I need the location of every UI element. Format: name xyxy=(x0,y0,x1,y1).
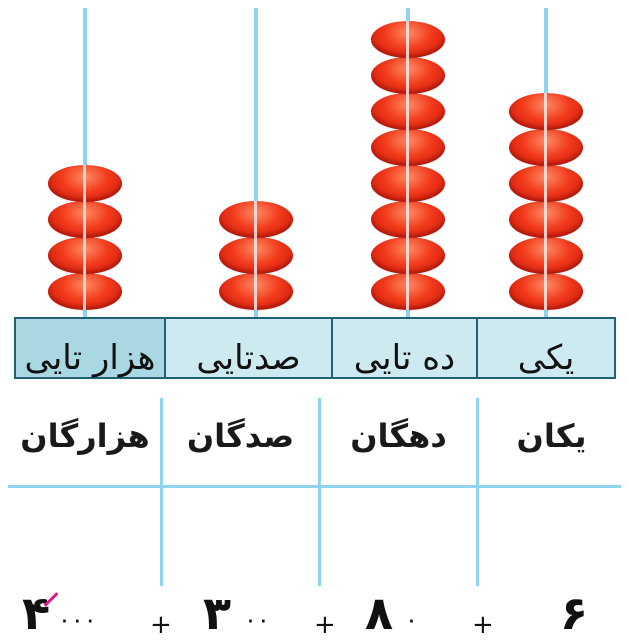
label-divider xyxy=(331,319,333,377)
rod-hundreds xyxy=(254,8,258,317)
rod-thousands xyxy=(83,8,87,317)
plus-sign: + xyxy=(150,610,172,640)
hundreds-digit: ۳ xyxy=(203,586,232,640)
label-tens: ده تایی xyxy=(353,338,456,378)
ones-digit: ۶ xyxy=(560,586,589,640)
bead-tens xyxy=(371,57,445,94)
plus-sign: + xyxy=(472,610,494,640)
thousands-label-highlight xyxy=(16,319,164,377)
bead-ones xyxy=(509,237,583,274)
header-thousands: هزارگان xyxy=(20,417,150,455)
bead-thousands xyxy=(48,273,122,310)
bead-tens xyxy=(371,165,445,202)
bead-tens xyxy=(371,21,445,58)
bead-hundreds xyxy=(219,237,293,274)
table-column-line xyxy=(160,398,163,586)
label-hundreds: صدتایی xyxy=(196,338,301,378)
plus-sign: + xyxy=(314,610,336,640)
label-ones: یکی xyxy=(517,338,575,378)
bead-hundreds xyxy=(219,201,293,238)
table-column-line xyxy=(318,398,321,586)
hundreds-zeros: ۰۰ xyxy=(244,606,270,634)
bead-hundreds xyxy=(219,273,293,310)
abacus-label-row: هزار تایی صدتایی ده تایی یکی xyxy=(14,317,616,379)
bead-tens xyxy=(371,237,445,274)
label-divider xyxy=(476,319,478,377)
table-column-line xyxy=(476,398,479,586)
tens-digit: ۸ xyxy=(365,586,394,640)
bead-tens xyxy=(371,129,445,166)
bead-thousands xyxy=(48,201,122,238)
bead-thousands xyxy=(48,165,122,202)
tens-zero: ۰ xyxy=(405,606,418,634)
label-divider xyxy=(164,319,166,377)
bead-ones xyxy=(509,165,583,202)
bead-tens xyxy=(371,273,445,310)
header-ones: یکان xyxy=(516,417,587,455)
bead-tens xyxy=(371,201,445,238)
label-thousands: هزار تایی xyxy=(24,338,156,378)
header-hundreds: صدگان xyxy=(186,417,295,455)
bead-ones xyxy=(509,93,583,130)
bead-ones xyxy=(509,129,583,166)
header-tens: دهگان xyxy=(350,417,447,455)
bead-ones xyxy=(509,273,583,310)
bead-thousands xyxy=(48,237,122,274)
bead-tens xyxy=(371,93,445,130)
thousands-zeros: ۰۰۰ xyxy=(58,606,97,634)
thousands-digit: ۴ xyxy=(22,586,51,640)
table-header-line xyxy=(8,485,621,488)
bead-ones xyxy=(509,201,583,238)
